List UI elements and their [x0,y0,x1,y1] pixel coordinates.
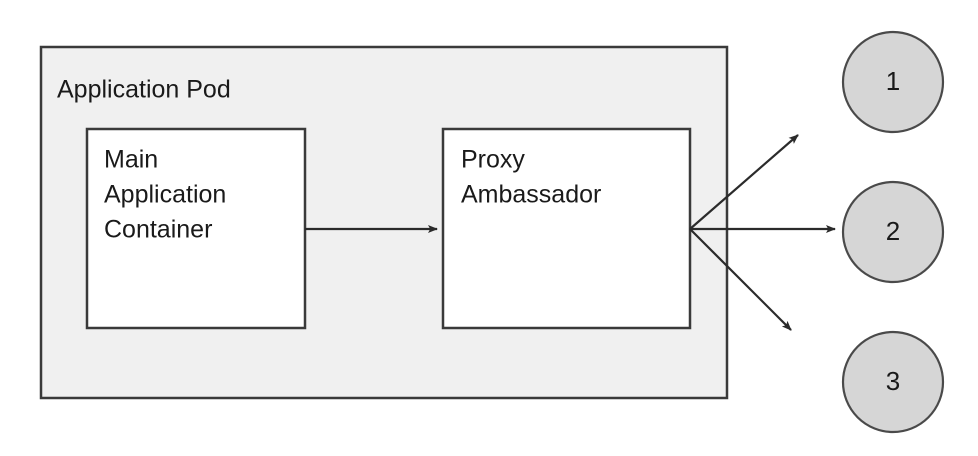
external-node-1[interactable] [841,30,945,134]
main-application-container-label-line-2: Application [104,181,226,209]
external-node-2[interactable] [841,180,945,284]
main-application-container-label-line-3: Container [104,216,212,244]
application-pod-title: Application Pod [57,76,231,104]
proxy-ambassador-label-line-1: Proxy [461,146,525,174]
proxy-ambassador-label-line-2: Ambassador [461,181,601,209]
external-node-1-label: 1 [886,66,900,96]
external-node-3[interactable] [841,330,945,434]
connector-proxy-to-node-1 [689,134,799,230]
main-application-container-label-line-1: Main [104,146,158,174]
connector-proxy-to-node-3 [689,228,792,331]
external-node-2-label: 2 [886,216,900,246]
external-node-3-label: 3 [886,366,900,396]
main-application-container-box[interactable] [85,127,307,330]
proxy-ambassador-box[interactable] [441,127,692,330]
